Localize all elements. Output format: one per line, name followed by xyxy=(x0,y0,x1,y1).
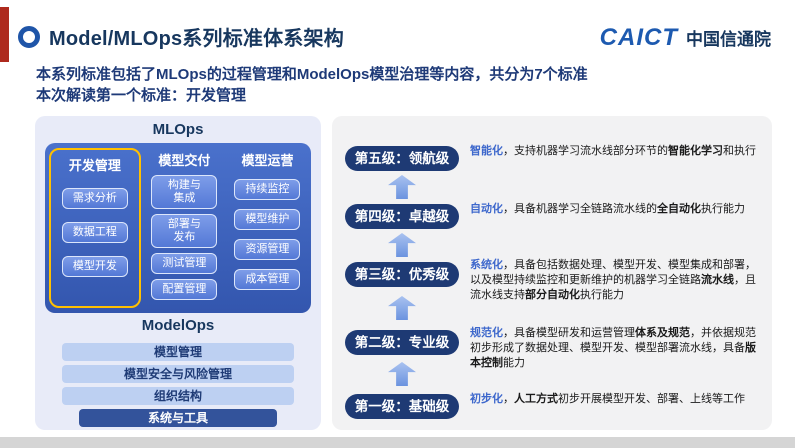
level-5-pill: 第五级：领航级 xyxy=(345,146,459,171)
slide-header: Model/MLOps系列标准体系架构 xyxy=(18,22,344,51)
col-item: 持续监控 xyxy=(234,179,301,200)
col-item: 模型维护 xyxy=(234,209,301,230)
maturity-levels-panel: 第五级：领航级 智能化，支持机器学习流水线部分环节的智能化学习和执行 第四级：卓… xyxy=(332,116,772,430)
up-arrow-icon xyxy=(388,175,416,199)
up-arrow-icon xyxy=(388,296,416,320)
column-model-operation: 模型运营 持续监控 模型维护 资源管理 成本管理 xyxy=(228,148,307,308)
col-item: 需求分析 xyxy=(61,188,128,209)
column-model-delivery: 模型交付 构建与 集成 部署与 发布 测试管理 配置管理 xyxy=(145,148,224,308)
column-header-delivery: 模型交付 xyxy=(158,153,211,168)
intro-text: 本系列标准包括了MLOps的过程管理和ModelOps模型治理等内容，共分为7个… xyxy=(36,64,588,106)
mlops-panel: MLOps 开发管理 需求分析 数据工程 模型开发 模型交付 构建与 集成 部署… xyxy=(35,116,321,430)
col-item: 模型开发 xyxy=(61,256,128,277)
col-item: 测试管理 xyxy=(151,253,218,274)
col-item: 成本管理 xyxy=(234,269,301,290)
title-bullet-icon xyxy=(18,25,40,48)
modelops-bars: 模型管理 模型安全与风险管理 组织结构 系统与工具 xyxy=(35,343,321,427)
modelops-label: ModelOps xyxy=(141,317,215,334)
modelops-bar: 组织结构 xyxy=(62,387,294,405)
level-3-desc: 系统化，具备包括数据处理、模型开发、模型集成和部署，以及模型持续监控和更新维护的… xyxy=(470,259,756,301)
mlops-process-box: 开发管理 需求分析 数据工程 模型开发 模型交付 构建与 集成 部署与 发布 测… xyxy=(45,143,311,313)
col-item: 构建与 集成 xyxy=(151,175,218,209)
intro-line-1: 本系列标准包括了MLOps的过程管理和ModelOps模型治理等内容，共分为7个… xyxy=(36,66,588,83)
column-header-dev: 开发管理 xyxy=(68,158,121,173)
col-item: 配置管理 xyxy=(151,279,218,300)
modelops-bar: 系统与工具 xyxy=(79,409,277,427)
modelops-bar: 模型管理 xyxy=(62,343,294,361)
bottom-strip xyxy=(0,437,795,448)
level-2-desc: 规范化，具备模型研发和运营管理体系及规范，并依据规范初步形成了数据处理、模型开发… xyxy=(470,327,756,369)
caict-logo-text: CAICT xyxy=(599,24,678,51)
intro-line-2: 本次解读第一个标准：开发管理 xyxy=(36,87,247,104)
level-1-desc: 初步化，人工方式初步开展模型开发、部署、上线等工作 xyxy=(470,393,745,405)
col-item: 数据工程 xyxy=(61,222,128,243)
column-dev-management: 开发管理 需求分析 数据工程 模型开发 xyxy=(53,152,137,305)
level-4-pill: 第四级：卓越级 xyxy=(345,204,459,229)
col-item: 资源管理 xyxy=(234,239,301,260)
red-stripe-decoration xyxy=(0,7,9,62)
up-arrow-icon xyxy=(388,362,416,386)
level-3-pill: 第三级：优秀级 xyxy=(345,262,459,287)
level-5-desc: 智能化，支持机器学习流水线部分环节的智能化学习和执行 xyxy=(470,145,756,157)
modelops-bar: 模型安全与风险管理 xyxy=(62,365,294,383)
column-dev-management-highlight: 开发管理 需求分析 数据工程 模型开发 xyxy=(49,148,141,308)
page-title: Model/MLOps系列标准体系架构 xyxy=(49,28,344,50)
level-1-pill: 第一级：基础级 xyxy=(345,394,459,419)
column-header-operation: 模型运营 xyxy=(241,153,294,168)
up-arrow-icon xyxy=(388,233,416,257)
caict-logo-name-cn: 中国信通院 xyxy=(686,30,771,49)
mlops-label: MLOps xyxy=(152,121,204,138)
col-item: 部署与 发布 xyxy=(151,214,218,248)
caict-logo: CAICT 中国信通院 xyxy=(600,24,771,52)
level-2-pill: 第二级：专业级 xyxy=(345,330,459,355)
level-4-desc: 自动化，具备机器学习全链路流水线的全自动化执行能力 xyxy=(470,203,745,215)
